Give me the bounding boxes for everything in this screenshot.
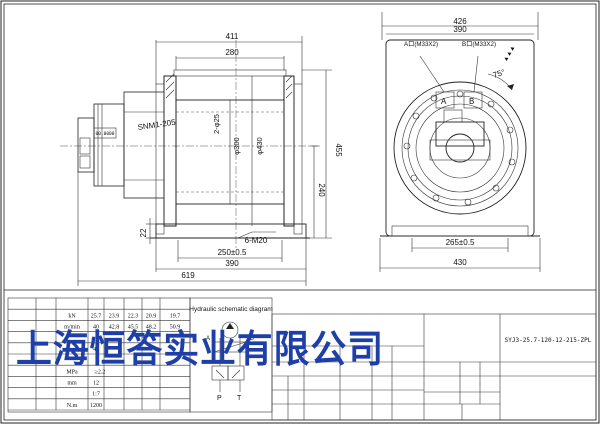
dim-6-m20: 6-M20 [245,236,268,245]
technical-parameter-table: kN 25.7 23.9 22.3 20.9 19.7 m/min 40 42.8 45.5 48.… [7,297,191,413]
param-cell: 20.9 [146,313,157,319]
front-view: 00.0000 SNM1-205 411 [60,32,343,286]
dim-2-phi25: 2-φ25 [212,114,221,134]
param-cell: 25.7 [91,313,102,319]
drum-hub [445,133,475,163]
dim-426: 426 [453,17,467,26]
drum-circle-3 [407,95,513,201]
port-b-body [463,91,483,109]
dim-265: 265±0.5 [446,238,475,247]
dim-240: 240 [317,183,326,197]
dim-22: 22 [139,228,148,237]
drum-circle-4 [415,103,505,193]
param-cell: 12 [93,380,99,386]
hydraulic-port-t: T [237,395,242,402]
dim-250: 250±0.5 [218,248,247,257]
param-cell: 42.8 [109,324,120,330]
hydraulic-port-a: A [206,336,210,342]
param-cell: 45.5 [128,324,139,330]
param-cell: kN [68,313,76,319]
drum-circle-2 [401,89,519,207]
dim-390-front: 390 [225,259,239,268]
hydraulic-schematic: Hydraulic schematic diagram P T A B [189,297,273,413]
param-cell: 19.7 [170,313,181,319]
port-a-body [435,91,455,109]
side-pos-b: B [469,97,474,106]
port-a-label: A口(M33X2) [404,41,438,48]
flange-hatching [165,73,293,99]
drum-outer-circle [393,81,527,215]
frame-right [293,83,303,235]
param-cell: m/min [64,324,80,330]
dim-390-side: 390 [453,25,467,34]
param-cell: 48.2 [146,324,157,330]
param-cell: 23.9 [109,313,120,319]
frame-top [173,69,287,77]
hydraulic-valve-right [227,365,245,381]
param-cell: 40 [93,324,99,330]
hydraulic-port-p: P [217,395,222,402]
dim-430: 430 [453,258,467,267]
drawing-code: SYJ3-25.7-120-12-215-ZPL [505,337,592,344]
bolt-holes [403,90,516,206]
motor-nameplate [93,127,117,139]
title-block: SYJ3-25.7-120-12-215-ZPL [271,313,597,421]
param-cell: MPa [66,369,78,375]
dim-411: 411 [226,32,239,41]
rotation-arrow [507,84,514,90]
hydraulic-subtitle: Hydraulic schematic diagram [189,306,272,313]
frame-left [155,83,165,235]
dim-280: 280 [225,48,239,57]
dim-phi300: φ300 [232,137,241,154]
param-cell: 50.9 [170,324,181,330]
side-angle-75: 75° [492,68,506,80]
hydraulic-motor-symbol [221,321,239,339]
revision-grid [272,314,425,420]
param-cell: 1:7 [92,392,100,398]
motor-fitting-a [79,137,91,155]
dim-619: 619 [181,271,195,280]
dim-phi430: φ430 [255,137,264,154]
param-cell: 22.3 [128,313,139,319]
param-cell: N.m [67,403,78,409]
param-pressure-value: ≥2.2 [95,369,106,375]
side-pos-a: A [441,97,447,106]
param-cell: 1200 [90,403,102,409]
hydraulic-brake-symbol [213,341,247,353]
motor-nameplate-text: 00.0000 [96,131,115,137]
dim-455: 455 [334,143,343,157]
hydraulic-port-b: B [250,336,254,342]
port-b-label: B口(M33X2) [462,41,496,48]
param-displacement-value: 41 [93,347,99,353]
param-cell: mm [67,380,77,386]
motor-fitting-b [79,155,91,169]
company-watermark: 上海恒答实业有限公司 [16,327,384,371]
